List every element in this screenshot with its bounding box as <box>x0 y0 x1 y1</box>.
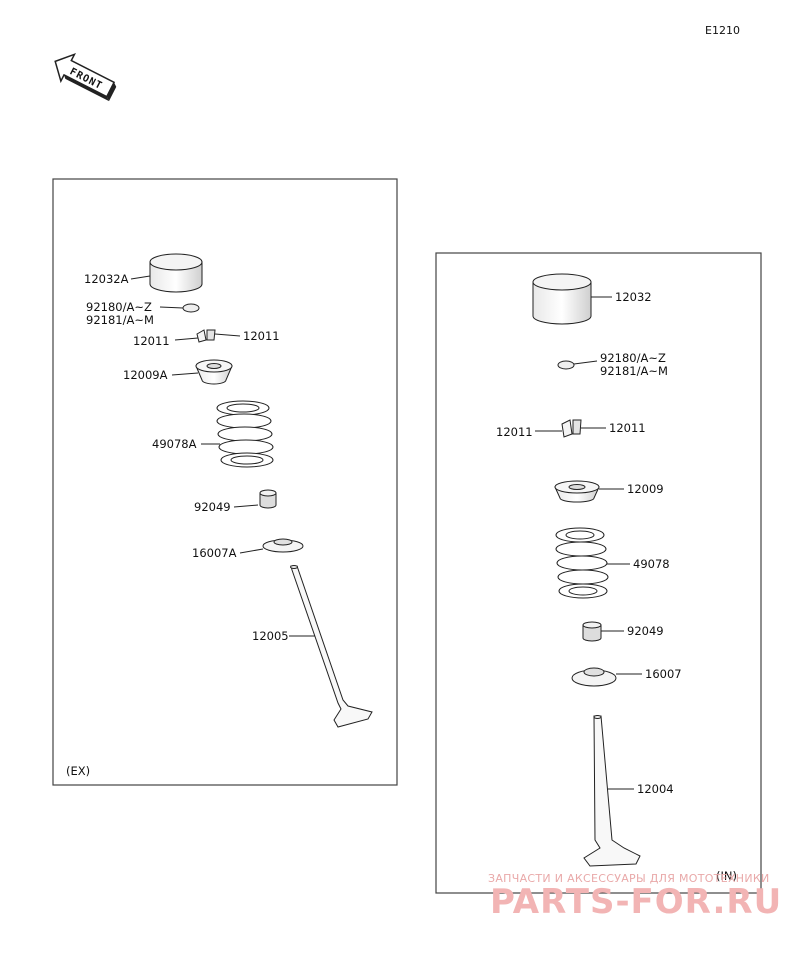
spring-part <box>555 527 609 599</box>
seal-part <box>259 489 277 509</box>
label-keeper-left: 12011 <box>133 334 170 348</box>
retainer-part <box>195 359 233 385</box>
label-shim-line2: 92181/A~M <box>600 364 668 378</box>
label-tappet: 12032 <box>615 290 652 304</box>
panel-caption: (EX) <box>66 764 90 778</box>
valve-part <box>583 715 641 867</box>
watermark: ЗАПЧАСТИ И АКСЕССУАРЫ ДЛЯ МОТОТЕХНИКИ PA… <box>488 872 782 922</box>
label-keeper-right: 12011 <box>609 421 646 435</box>
exhaust-panel: 12032A 92180/A~Z 92181/A~M 12011 12011 1… <box>52 178 398 786</box>
label-seat: 16007 <box>645 667 682 681</box>
label-shim-line1: 92180/A~Z <box>600 351 666 365</box>
shim-part <box>557 360 575 370</box>
spring-part <box>216 400 274 468</box>
label-seal: 92049 <box>627 624 664 638</box>
watermark-tagline: ЗАПЧАСТИ И АКСЕССУАРЫ ДЛЯ МОТОТЕХНИКИ <box>488 872 770 885</box>
watermark-brand: PARTS-FOR.RU <box>490 882 782 922</box>
retainer-part <box>554 480 600 503</box>
keeper-part <box>561 419 582 438</box>
label-tappet: 12032A <box>84 272 129 286</box>
label-keeper-left: 12011 <box>496 425 533 439</box>
label-shim-line1: 92180/A~Z <box>86 300 152 314</box>
label-spring: 49078A <box>152 437 197 451</box>
intake-panel: 12032 92180/A~Z 92181/A~M 12011 12011 12… <box>435 252 762 894</box>
label-retainer: 12009 <box>627 482 664 496</box>
figure-code: E1210 <box>705 24 740 37</box>
label-shim-line2: 92181/A~M <box>86 313 154 327</box>
label-seal: 92049 <box>194 500 231 514</box>
label-keeper-right: 12011 <box>243 329 280 343</box>
tappet-part <box>532 273 592 325</box>
seal-part <box>582 621 602 642</box>
panel-caption: (IN) <box>716 869 737 883</box>
valve-part <box>290 565 373 728</box>
seat-part <box>262 538 304 553</box>
label-retainer: 12009A <box>123 368 168 382</box>
label-valve: 12005 <box>252 629 289 643</box>
label-valve: 12004 <box>637 782 674 796</box>
tappet-part <box>149 253 203 293</box>
label-seat: 16007A <box>192 546 237 560</box>
seat-part <box>571 667 617 687</box>
shim-part <box>182 303 200 313</box>
label-spring: 49078 <box>633 557 670 571</box>
keeper-part <box>196 329 216 343</box>
front-arrow-icon: FRONT <box>54 53 117 102</box>
